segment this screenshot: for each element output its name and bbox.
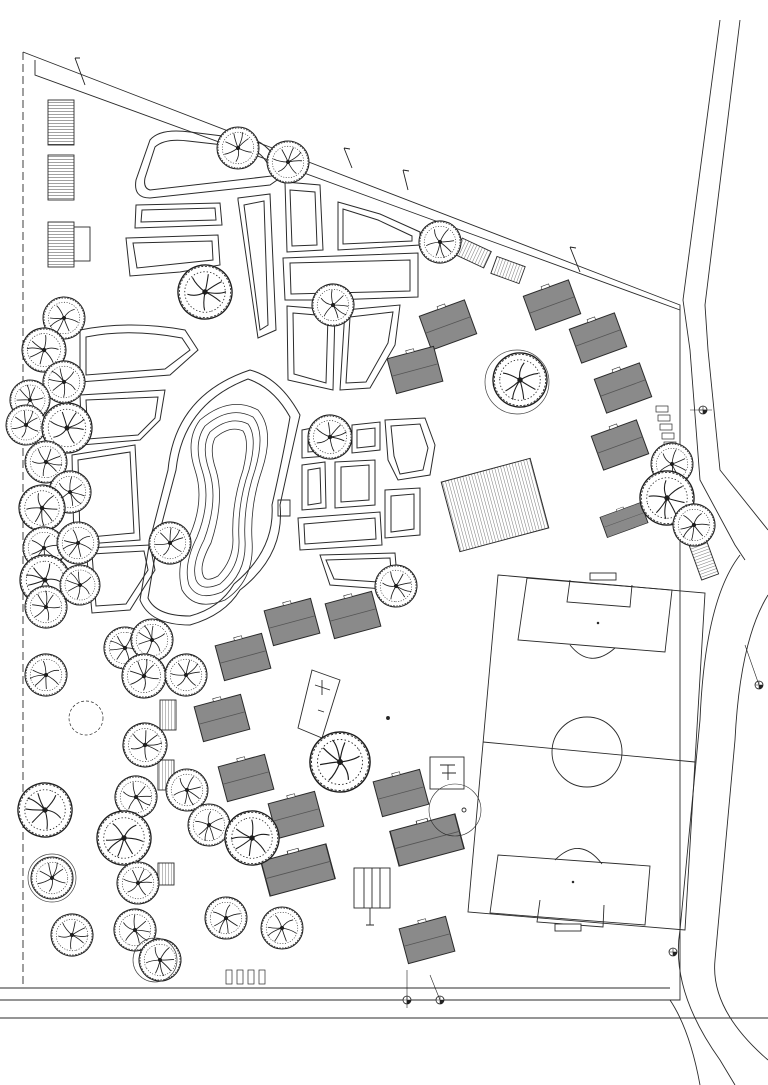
greenhouse (440, 457, 550, 553)
tree-canopy-icon (186, 802, 232, 848)
football-pitch (467, 572, 706, 932)
garden-plots (71, 130, 436, 626)
hatched-structures (47, 99, 720, 886)
entrance-marker-icon (402, 405, 764, 1008)
flag-icon (74, 57, 581, 273)
tree-pit-outlines (27, 349, 550, 983)
running-track (179, 404, 269, 605)
tree-canopy-icon (216, 126, 260, 170)
